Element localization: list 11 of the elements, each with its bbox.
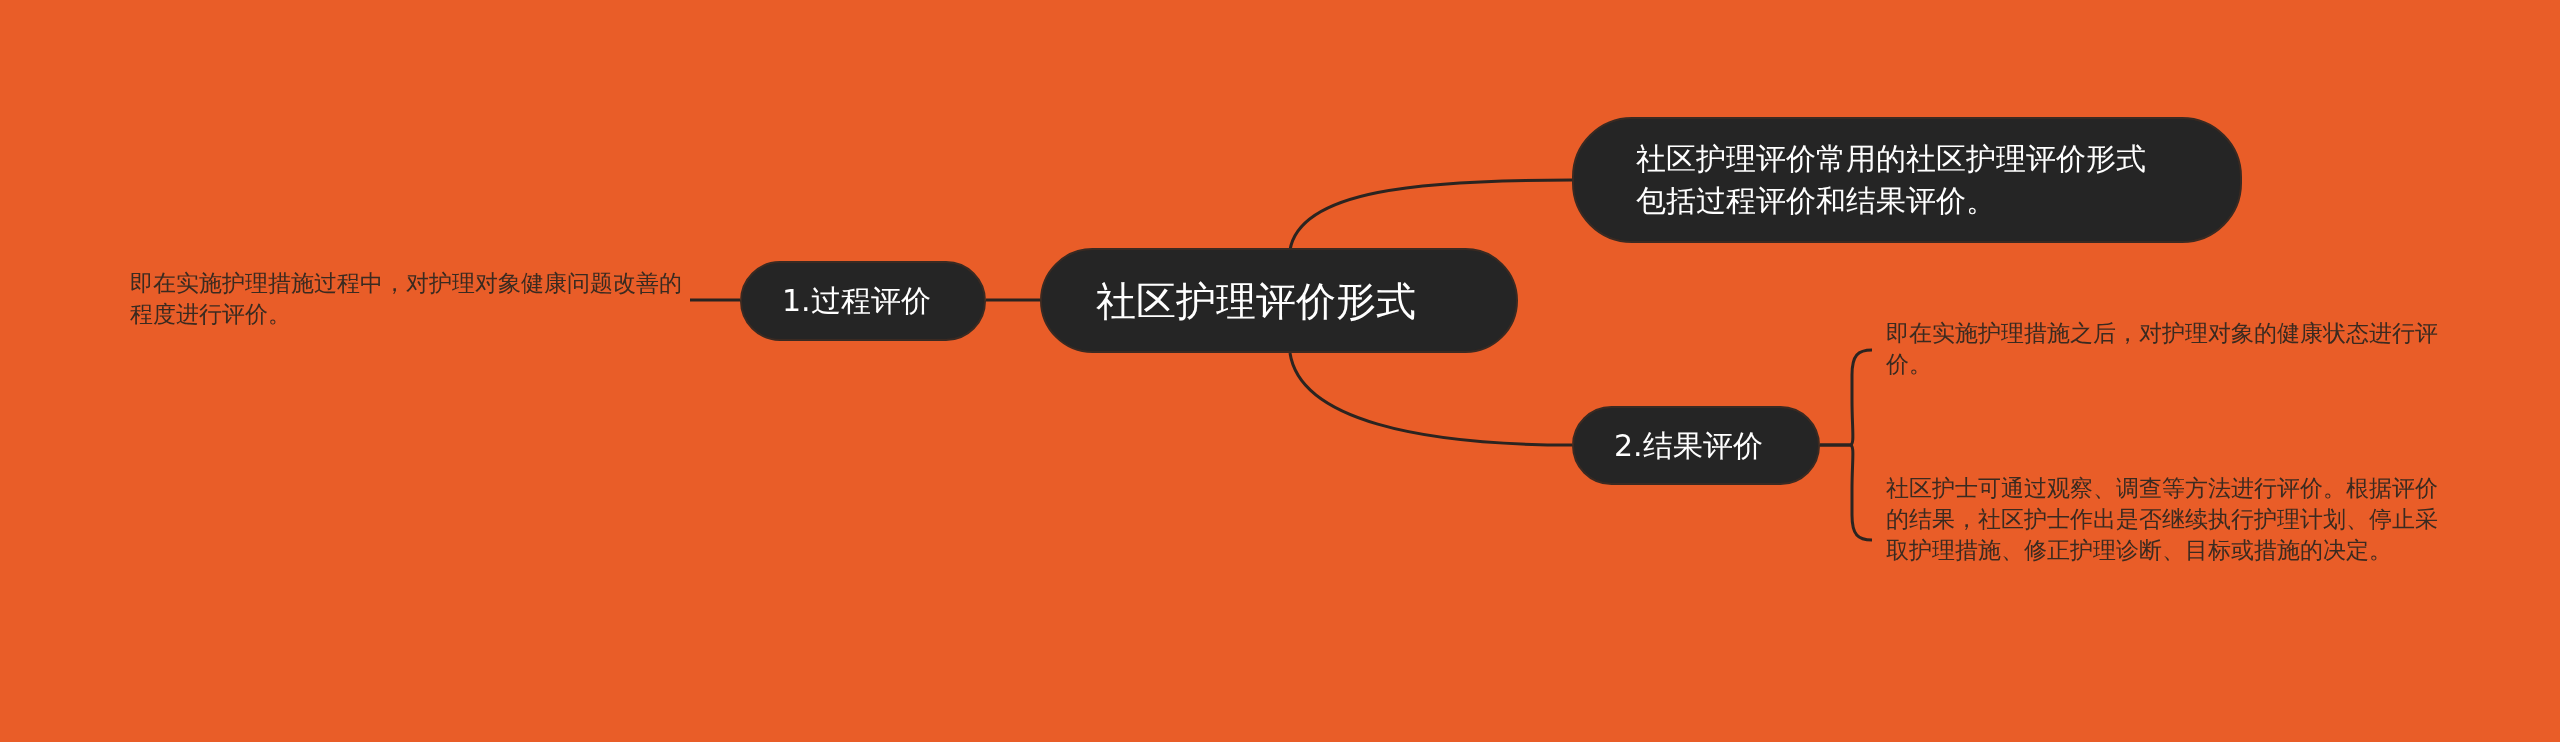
connector-line [986,298,1040,302]
topic-pill: 1.过程评价 [740,261,986,341]
connector-line [1288,178,1572,251]
note-text: 即在实施护理措施过程中，对护理对象健康问题改善的程度进行评价。 [130,268,690,338]
topic-pill: 社区护理评价常用的社区护理评价形式包括过程评价和结果评价。 [1572,117,2242,243]
topic-pill: 社区护理评价形式 [1040,248,1518,353]
connector-line [690,298,740,302]
topic-pill: 2.结果评价 [1572,406,1820,485]
note-text: 即在实施护理措施之后，对护理对象的健康状态进行评价。 [1886,318,2446,388]
note-text: 社区护士可通过观察、调查等方法进行评价。根据评价的结果，社区护士作出是否继续执行护理计划、停止采取护理措施、修正护理诊断、目标或措施的决定。 [1886,473,2446,613]
connector-line [1288,352,1573,447]
